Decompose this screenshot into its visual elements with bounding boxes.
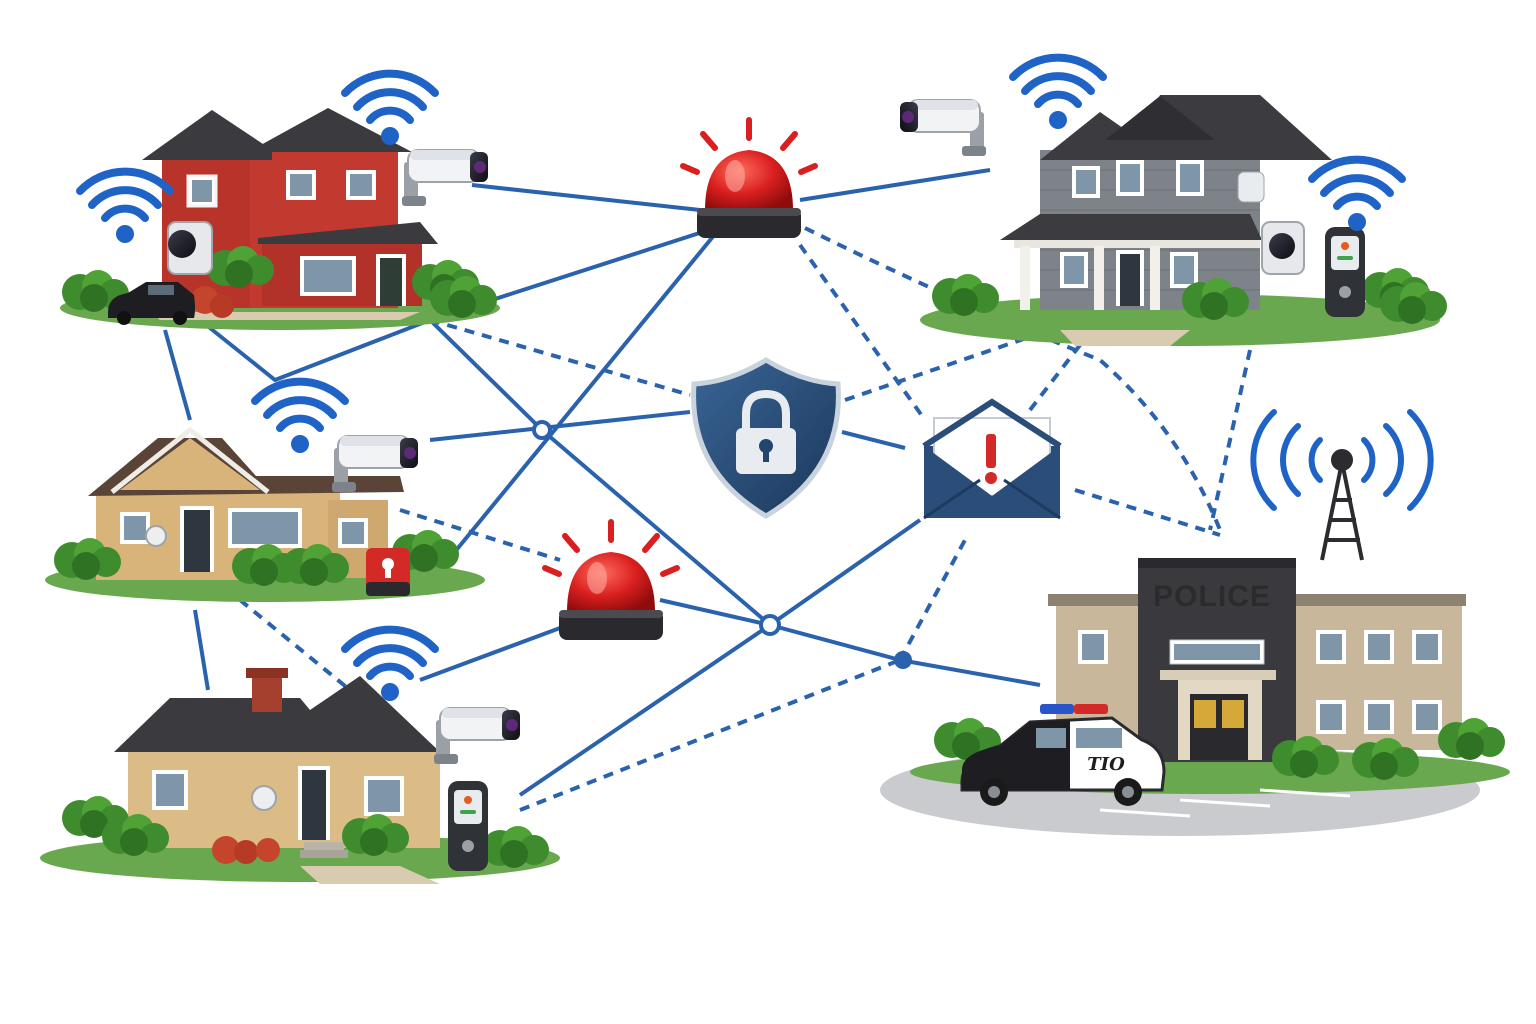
link-line — [768, 518, 922, 627]
wifi-icon — [255, 382, 345, 453]
link-line — [540, 428, 772, 627]
wall-camera-dome — [167, 221, 213, 275]
link-line-dashed — [238, 598, 352, 692]
link-line — [163, 329, 192, 421]
link-line-dashed — [898, 539, 967, 661]
radio-tower-icon — [1320, 449, 1364, 561]
wifi-icon — [1312, 160, 1402, 231]
link-line-dashed — [1208, 349, 1252, 531]
shield-lock-icon — [691, 357, 841, 519]
link-line — [659, 598, 771, 627]
radio-signal-waves — [1250, 409, 1434, 511]
parked-car — [108, 282, 195, 325]
link-line-dashed — [519, 658, 901, 812]
link-line-dashed — [844, 328, 1051, 402]
link-line — [428, 318, 544, 432]
envelope-alert-icon — [922, 398, 1062, 520]
alarm-keypad-icon — [1325, 227, 1365, 317]
alarm-siren-icon — [545, 522, 677, 640]
link-line — [769, 623, 901, 662]
alarm-keypad-icon — [448, 781, 488, 871]
link-line-dashed — [804, 226, 1222, 531]
link-line — [841, 430, 906, 450]
link-line-dashed — [399, 508, 561, 562]
network-nodes — [532, 420, 912, 669]
police-car: TIO — [960, 704, 1166, 806]
link-line — [799, 168, 991, 202]
security-camera-icon — [433, 707, 521, 765]
network-connections — [163, 168, 1252, 812]
link-line-dashed — [1074, 488, 1221, 537]
wifi-icon — [80, 172, 170, 243]
link-line-dashed — [1028, 343, 1082, 412]
link-line — [419, 626, 561, 682]
link-line — [518, 623, 772, 797]
police-car-number: TIO — [1087, 754, 1125, 775]
link-line — [899, 658, 1041, 687]
link-line-dashed — [429, 318, 691, 397]
link-line — [193, 609, 210, 691]
network-node — [894, 651, 912, 669]
police-station: POLICE TIO — [880, 409, 1510, 836]
wifi-icon — [1013, 58, 1103, 129]
network-node — [759, 614, 781, 636]
network-node — [532, 420, 552, 440]
house-grey — [899, 58, 1447, 346]
house-tan-bottom — [40, 630, 560, 884]
police-sign: POLICE — [1153, 580, 1271, 613]
link-line — [471, 183, 701, 212]
alarm-panel-icon — [366, 548, 410, 596]
link-line — [198, 318, 431, 383]
alarm-siren-icon — [683, 120, 815, 238]
house-tan-middle — [45, 382, 485, 602]
security-camera-icon — [401, 149, 489, 207]
house-red — [60, 74, 500, 330]
security-camera-icon — [899, 99, 987, 157]
link-line — [438, 226, 722, 572]
